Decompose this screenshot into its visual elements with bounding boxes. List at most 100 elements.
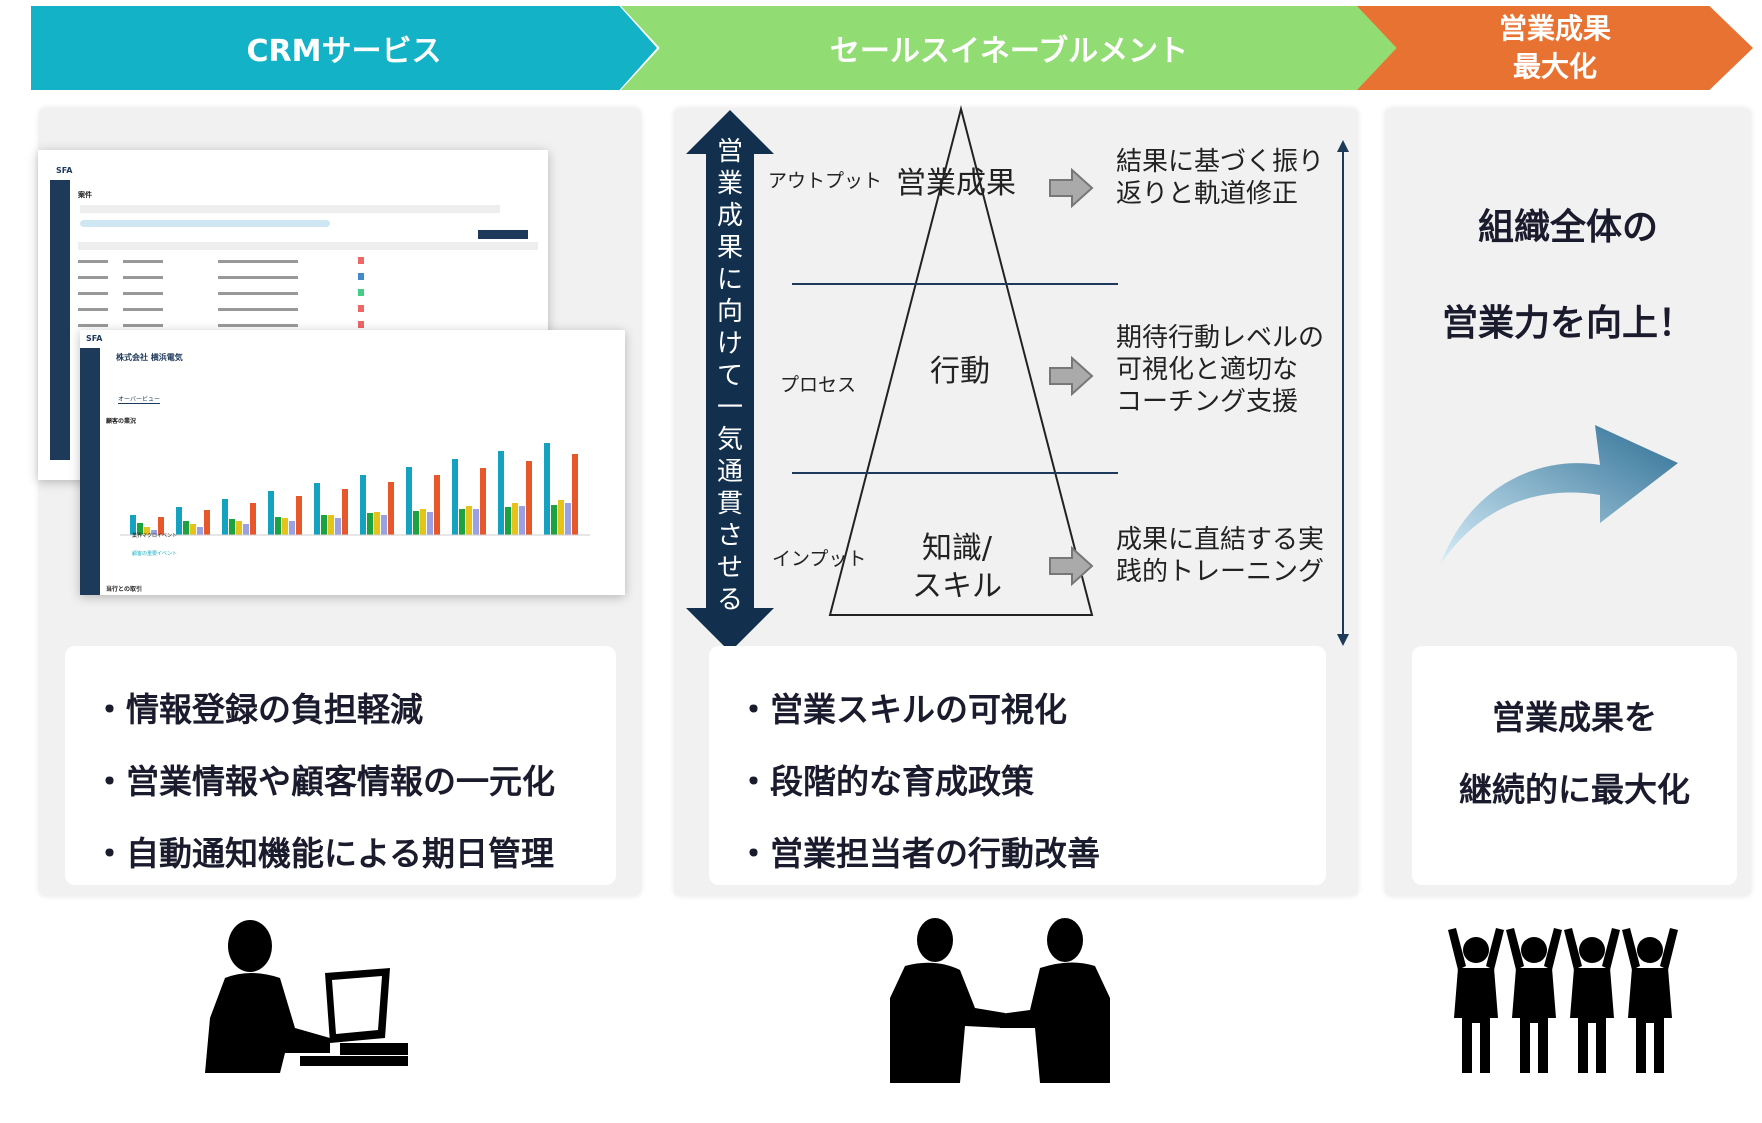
mock-chart-bar bbox=[519, 506, 525, 535]
mock-app-name: SFA bbox=[86, 334, 103, 343]
mock-chart-bar bbox=[452, 459, 458, 535]
mock-chart-bar bbox=[204, 510, 210, 535]
mock-chart-bar bbox=[526, 461, 532, 535]
mock-chart bbox=[120, 443, 590, 536]
result-box-line2: 継続的に最大化 bbox=[1459, 770, 1690, 809]
mock-sidebar bbox=[50, 180, 70, 460]
mock-table bbox=[78, 242, 538, 328]
mock-filters bbox=[80, 220, 330, 227]
mock-chart-bar bbox=[190, 524, 196, 535]
mock-chart-title: 顧客の業況 bbox=[106, 418, 137, 425]
right-arrow-icon bbox=[1049, 356, 1094, 396]
mock-chart-bar bbox=[459, 509, 465, 535]
mock-chart-bar bbox=[512, 503, 518, 535]
mock-company-name: 株式会社 横浜電気 bbox=[116, 353, 183, 362]
mock-chart-bar bbox=[289, 521, 295, 535]
enablement-bullet: 営業スキルの可視化 bbox=[737, 674, 1326, 746]
mock-chart-bar bbox=[480, 468, 486, 535]
mock-search bbox=[80, 205, 500, 213]
process-desc: 可視化と適切な bbox=[1116, 355, 1299, 385]
level-label-process: プロセス bbox=[780, 374, 857, 396]
mock-chart-bar bbox=[374, 512, 380, 535]
mock-macro-events: 業界マクロイベント bbox=[132, 533, 178, 539]
banner-result-line2: 最大化 bbox=[1512, 50, 1597, 83]
mock-chart-bar bbox=[360, 475, 366, 535]
mock-chart-bar bbox=[505, 507, 511, 535]
result-headline-1: 組織全体の bbox=[1477, 207, 1658, 248]
mock-chart-bar bbox=[236, 521, 242, 535]
mock-chart-bar bbox=[183, 521, 189, 535]
output-desc: 結果に基づく振り bbox=[1116, 147, 1325, 177]
mock-chart-bar bbox=[466, 506, 472, 535]
crm-bullet: 情報登録の負担軽減 bbox=[93, 674, 616, 746]
mock-chart-bar bbox=[243, 524, 249, 535]
pyramid-middle-label: 行動 bbox=[930, 354, 990, 389]
celebrating-team-icon bbox=[1448, 928, 1678, 1073]
mock-chart-bar bbox=[342, 489, 348, 535]
banner-result-line1: 営業成果 bbox=[1498, 12, 1611, 45]
pyramid-bottom-label-1: 知識/ bbox=[921, 531, 993, 566]
mock-chart-bar bbox=[321, 515, 327, 535]
level-label-input: インプット bbox=[772, 548, 867, 570]
right-arrow-icon bbox=[1049, 168, 1094, 208]
mock-customer-screen: SFA 株式会社 横浜電気 オーバービュー 顧客の業況 業界マクロイベント 顧客… bbox=[80, 330, 625, 595]
mock-customer-events: 顧客の重要イベント bbox=[132, 551, 178, 557]
mock-chart-bar bbox=[282, 518, 288, 535]
crm-benefits-box: 情報登録の負担軽減営業情報や顧客情報の一元化自動通知機能による期日管理 bbox=[65, 646, 616, 885]
crm-bullet: 自動通知機能による期日管理 bbox=[93, 818, 616, 890]
result-box: 営業成果を 継続的に最大化 bbox=[1412, 646, 1737, 885]
enablement-bullet: 営業担当者の行動改善 bbox=[737, 818, 1326, 890]
crm-bullet: 営業情報や顧客情報の一元化 bbox=[93, 746, 616, 818]
handshake-icon bbox=[890, 918, 1110, 1083]
mock-app-name: SFA bbox=[56, 166, 73, 175]
mock-section-deals: 案件 bbox=[78, 191, 92, 199]
input-desc: 成果に直結する実 bbox=[1116, 525, 1325, 555]
pyramid-bottom-label-2: スキル bbox=[912, 569, 1002, 604]
vertical-arrow-text: 営業成果に向けて一気通貫させる bbox=[716, 137, 743, 615]
banner-enablement-label: セールスイネーブルメント bbox=[829, 34, 1189, 69]
mock-chart-bar bbox=[137, 523, 143, 535]
mock-chart-bar bbox=[473, 509, 479, 535]
mock-chart-bar bbox=[381, 515, 387, 535]
result-headline-2: 営業力を向上！ bbox=[1441, 303, 1694, 344]
mock-chart-bar bbox=[130, 515, 136, 535]
mock-chart-bar bbox=[275, 517, 281, 535]
mock-chart-bar bbox=[222, 499, 228, 535]
pyramid-diagram bbox=[792, 105, 1118, 616]
banner-result-label: 営業成果最大化 bbox=[1499, 10, 1611, 86]
person-figure bbox=[1622, 928, 1678, 1073]
person-at-computer-icon bbox=[205, 920, 408, 1073]
banner-enablement: セールスイネーブルメント bbox=[621, 6, 1397, 90]
mock-chart-bar bbox=[565, 503, 571, 535]
level-label-output: アウトプット bbox=[768, 170, 883, 192]
person-figure bbox=[1448, 928, 1504, 1073]
mock-chart-bar bbox=[572, 454, 578, 535]
mock-chart-bar bbox=[420, 509, 426, 535]
mock-chart-bar bbox=[176, 507, 182, 535]
mock-chart-bar bbox=[250, 503, 256, 535]
vertical-thin-arrow-icon bbox=[1337, 140, 1349, 646]
mock-chart-bar bbox=[434, 475, 440, 535]
mock-chart-bar bbox=[151, 530, 157, 535]
upward-curved-arrow-icon bbox=[1440, 425, 1678, 565]
person-figure bbox=[1564, 928, 1620, 1073]
mock-chart-bar bbox=[427, 512, 433, 535]
process-desc: 期待行動レベルの bbox=[1116, 323, 1325, 353]
mock-chart-bar bbox=[367, 513, 373, 535]
mock-chart-bar bbox=[498, 451, 504, 535]
mock-register-button bbox=[478, 230, 528, 239]
result-box-line1: 営業成果を bbox=[1492, 698, 1657, 737]
mock-chart-bar bbox=[551, 505, 557, 535]
mock-tab-overview: オーバービュー bbox=[118, 396, 160, 404]
banner-crm-label: CRMサービス bbox=[246, 34, 442, 69]
mock-chart-bar bbox=[413, 511, 419, 535]
pyramid-top-label: 営業成果 bbox=[896, 166, 1016, 201]
double-arrow-icon bbox=[686, 110, 774, 652]
person-figure bbox=[1506, 928, 1562, 1073]
enablement-benefits-box: 営業スキルの可視化段階的な育成政策営業担当者の行動改善 bbox=[709, 646, 1326, 885]
mock-chart-bar bbox=[296, 496, 302, 535]
mock-chart-bar bbox=[197, 527, 203, 535]
banner-result: 営業成果最大化 bbox=[1357, 6, 1753, 90]
mock-bank-deals: 当行との取引 bbox=[106, 586, 142, 593]
mock-chart-bar bbox=[328, 515, 334, 535]
